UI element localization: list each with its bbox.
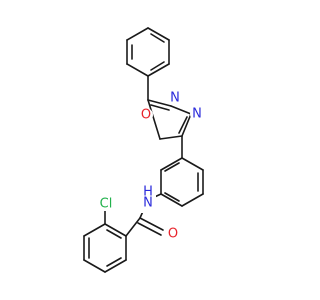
- atom-o-ring: O: [139, 108, 153, 123]
- atom-cl: Cl: [96, 196, 116, 212]
- phenyl-ring-top: [126, 27, 170, 77]
- atom-label-n-lower: N: [192, 107, 202, 122]
- bond-carbonyl-o-b: [137, 222, 162, 236]
- molecule-diagram: O N N H N O Cl: [83, 27, 204, 273]
- atom-n-upper: N: [168, 91, 182, 106]
- atom-label-h-amide: H: [143, 185, 153, 200]
- atom-label-o-ring: O: [141, 108, 151, 123]
- chlorophenyl-ring: [83, 223, 127, 273]
- atom-o-carbonyl: O: [166, 227, 180, 242]
- oxadiazole-ring: [147, 99, 192, 140]
- atom-label-n-upper: N: [170, 91, 180, 106]
- bond-carbonyl-ring: [125, 217, 141, 237]
- atom-nh-amide: H N: [140, 185, 156, 213]
- phenyl-ring-middle: [160, 157, 204, 207]
- atom-label-o-carbonyl: O: [168, 227, 178, 242]
- atom-label-n-amide: N: [143, 196, 153, 211]
- structure-canvas: O N N H N O Cl: [83, 27, 204, 273]
- atom-label-cl: Cl: [100, 197, 113, 212]
- bond-carbonyl-o-a: [139, 217, 164, 231]
- atom-n-lower: N: [190, 107, 204, 122]
